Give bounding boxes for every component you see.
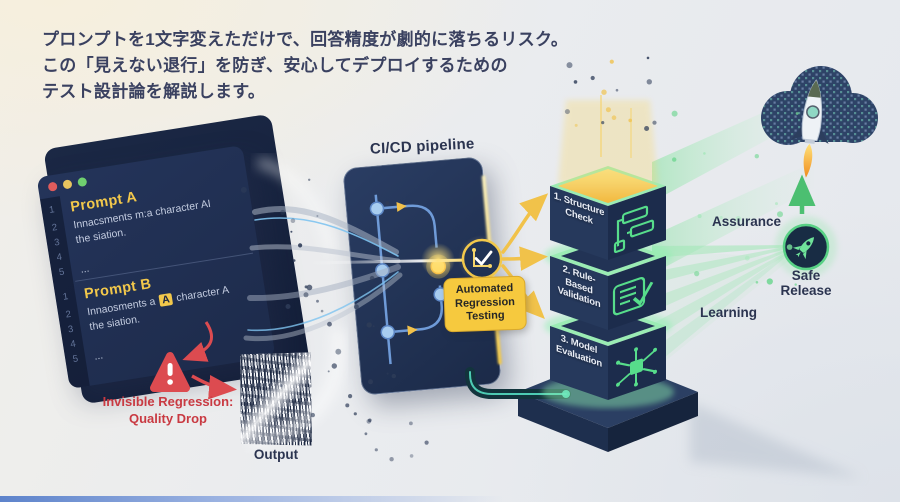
pipeline-title: CI/CD pipeline (369, 135, 475, 158)
headline-line-1: プロンプトを1文字変えただけで、回答精度が劇的に落ちるリスク。 (42, 30, 569, 49)
line-number: 2 (51, 222, 59, 234)
deploy-cloud (761, 66, 878, 145)
pipeline-node (380, 324, 396, 340)
structure-icon (613, 205, 655, 254)
output-label: Output (253, 447, 299, 462)
window-close-icon[interactable] (47, 181, 58, 192)
line-number: 3 (67, 323, 75, 336)
cloud-dot-matrix (762, 66, 878, 145)
pipeline-node (369, 201, 385, 216)
headline-line-2: この「見えない退行」を防ぎ、安心してデプロイするための (42, 56, 508, 75)
line-number: 1 (62, 291, 70, 303)
prompt-a-ellipsis: ... (79, 262, 91, 276)
pipeline-graph (369, 194, 451, 365)
stack-label-structure-check: 1. Structure Check (553, 190, 605, 227)
headline: プロンプトを1文字変えただけで、回答精度が劇的に落ちるリスク。 この「見えない退… (42, 27, 582, 105)
prompt-b-ellipsis: ... (93, 348, 104, 363)
flow-arrow-icon (407, 325, 418, 336)
degraded-output-image (235, 349, 318, 450)
safe-release-label: Safe Release (780, 268, 832, 298)
cicd-pipeline-panel (342, 156, 502, 396)
line-number: 2 (64, 308, 72, 321)
automated-regression-testing-badge: Automated Regression Testing (443, 275, 527, 332)
learning-label: Learning (700, 305, 758, 320)
platform-shadow (690, 402, 862, 478)
pipeline-node (375, 263, 390, 278)
line-number: 4 (55, 251, 63, 264)
stack-top-glow (558, 95, 658, 184)
stack-label-rule-based-validation: 2. Rule-Based Validation (557, 263, 601, 311)
invisible-regression-caption: Invisible Regression: Quality Drop (102, 394, 234, 426)
line-number: 1 (48, 204, 56, 216)
assurance-label: Assurance (712, 214, 782, 229)
checklist-icon (612, 276, 654, 316)
rocket-flame (803, 143, 813, 178)
outcome-beams (652, 96, 814, 372)
rocket-window (806, 105, 820, 119)
headline-line-3: テスト設計論を解説します。 (42, 82, 266, 101)
particle-dots (240, 56, 799, 462)
window-maximize-icon[interactable] (77, 176, 88, 187)
line-number: 3 (53, 236, 61, 249)
changed-character-highlight: A (158, 292, 174, 307)
flow-arrow-icon (396, 201, 407, 212)
base-platform (518, 356, 698, 452)
line-number: 4 (69, 338, 77, 351)
window-minimize-icon[interactable] (62, 178, 73, 189)
merge-node-glow (430, 258, 446, 275)
bottom-accent-strip (0, 496, 504, 502)
rocket-launch-icon (790, 79, 829, 178)
evaluation-stack (542, 95, 674, 408)
line-number: 5 (58, 266, 66, 279)
line-number: 5 (71, 353, 79, 366)
network-icon (616, 347, 657, 387)
stack-label-model-evaluation: 3. Model Evaluation (555, 332, 603, 370)
